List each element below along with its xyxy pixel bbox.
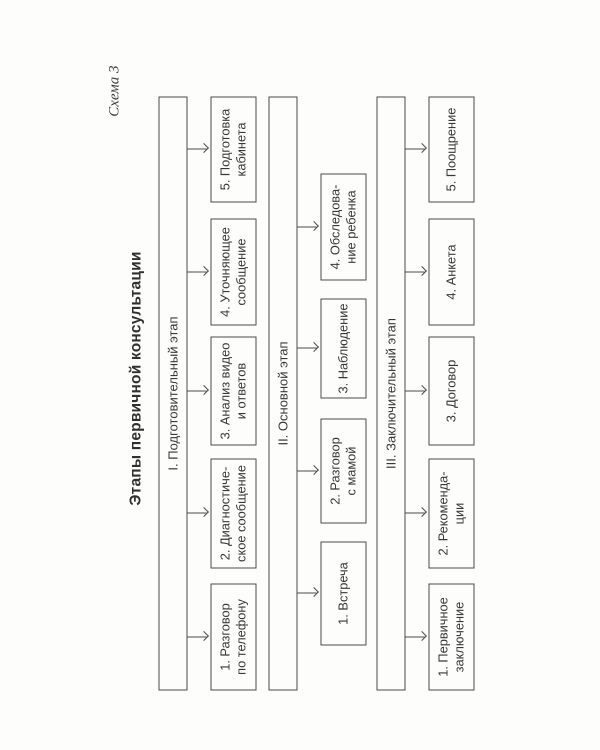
- stage-1-step-5: 5. Подготовка кабинета: [210, 96, 257, 203]
- flow-arrow-icon: [187, 385, 211, 397]
- arrow-head: [308, 587, 319, 598]
- stage-3-final: III. Заключительный этап 1. Первичное за…: [376, 64, 478, 694]
- diagram-title: Этапы первичной консультации: [127, 251, 145, 506]
- stage-2-step-1: 1. Встреча: [320, 541, 367, 646]
- stage-2-step-4: 4. Обследова- ние ребенка: [320, 173, 367, 281]
- flow-arrow-icon: [187, 143, 211, 155]
- flow-arrow-icon: [297, 587, 321, 599]
- arrow-head: [416, 143, 427, 154]
- flow-arrow-icon: [405, 385, 429, 397]
- flow-arrow-icon: [297, 342, 321, 354]
- stage-3-step-3: 3. Договор: [428, 336, 475, 446]
- flow-arrow-icon: [297, 221, 321, 233]
- flow-arrow-icon: [297, 465, 321, 477]
- stage-3-header-bar: III. Заключительный этап: [376, 96, 406, 691]
- stage-1-header-bar: I. Подготовительный этап: [158, 96, 188, 691]
- arrow-head: [198, 507, 209, 518]
- arrow-head: [198, 631, 209, 642]
- flow-arrow-icon: [405, 631, 429, 643]
- stage-3-step-4: 4. Анкета: [428, 218, 475, 326]
- arrow-head: [416, 385, 427, 396]
- arrow-head: [308, 342, 319, 353]
- arrow-head: [308, 221, 319, 232]
- flow-arrow-icon: [187, 507, 211, 519]
- consultation-stages-diagram: Схема 3 Этапы первичной консультации I. …: [107, 64, 482, 694]
- arrow-head: [198, 266, 209, 277]
- arrow-head: [308, 465, 319, 476]
- stage-2-step-3: 3. Наблюдение: [320, 298, 367, 399]
- flow-arrow-icon: [405, 507, 429, 519]
- flow-arrow-icon: [405, 266, 429, 278]
- stage-3-step-5: 5. Поощрение: [428, 96, 475, 203]
- stage-1-step-2: 2. Диагностиче- ское сообщение: [210, 458, 257, 569]
- flow-arrow-icon: [405, 143, 429, 155]
- stage-2-step-2: 2. Разговор с мамой: [320, 418, 367, 524]
- arrow-head: [416, 631, 427, 642]
- arrow-head: [198, 143, 209, 154]
- arrow-head: [198, 385, 209, 396]
- flow-arrow-icon: [187, 266, 211, 278]
- stage-2-header-bar: II. Основной этап: [268, 96, 298, 691]
- stage-1-step-3: 3. Анализ видео и ответов: [210, 336, 257, 446]
- stage-3-step-1: 1. Первичное заключение: [428, 583, 475, 691]
- stage-1-preparatory: I. Подготовительный этап 1. Разговор по …: [158, 64, 260, 694]
- stage-1-step-1: 1. Разговор по телефону: [210, 583, 257, 691]
- arrow-head: [416, 507, 427, 518]
- flow-arrow-icon: [187, 631, 211, 643]
- stage-1-step-4: 4. Уточняющее сообщение: [210, 218, 257, 326]
- stage-2-main: II. Основной этап 1. Встреча 2. Разговор…: [268, 64, 370, 694]
- arrow-head: [416, 266, 427, 277]
- scheme-number-label: Схема 3: [106, 65, 123, 117]
- stage-3-step-2: 2. Рекоменда- ции: [428, 458, 475, 569]
